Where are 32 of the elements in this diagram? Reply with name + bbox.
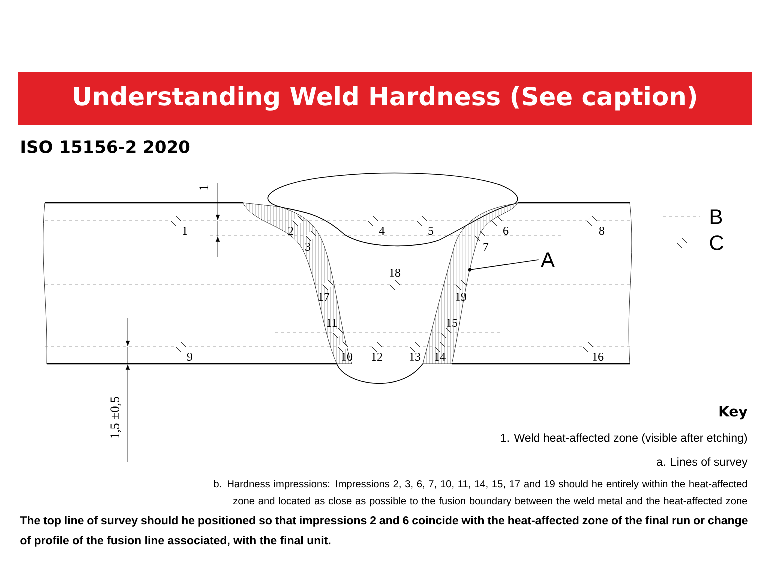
impression-number: 10 <box>342 352 353 362</box>
impression-number: 3 <box>306 242 311 252</box>
impression-number: 17 <box>319 293 330 301</box>
impression-number: 11 <box>327 319 338 327</box>
impression-number: 15 <box>447 318 458 328</box>
impression-number: 16 <box>593 352 604 362</box>
key-heading: Key <box>720 406 748 420</box>
impression-number: 5 <box>428 227 434 235</box>
impression-number: 14 <box>435 353 446 361</box>
impression-number: 1 <box>183 227 188 235</box>
key-item: 1. Weld heat-affected zone (visible after etching) <box>501 434 748 444</box>
impression-number: 2 <box>288 227 294 235</box>
dimension-label: 1,5 ±0,5 <box>110 397 122 438</box>
key-item: b. Hardness impressions: Impressions 2, 3, 6, 7, 10, 11, 14, 15, 17 and 19 should he entirely within the heat-affected zone and located as close as possible to the fusion boundary between the weld metal and the heat-affected zone <box>214 480 748 507</box>
impression-number: 19 <box>456 292 467 302</box>
legend-label: B <box>710 210 722 224</box>
caption: The top line of survey should he positioned so that impressions 2 and 6 coincide with the heat-affected zone of the final run or change of profile of the fusion line associated, with the final unit. <box>20 516 748 547</box>
impression-number: 18 <box>390 268 401 278</box>
impression-number: 7 <box>484 243 489 251</box>
title-banner: Understanding Weld Hardness (See caption) <box>18 72 752 126</box>
impression-number: 12 <box>372 353 382 361</box>
legend-label: C <box>710 236 724 250</box>
impression-number: 8 <box>599 226 605 236</box>
callout-letter: A <box>541 252 555 268</box>
impression-number: 9 <box>187 352 192 362</box>
dimension-label: 1 <box>200 186 208 190</box>
key-item: a. Lines of survey <box>657 458 748 468</box>
heat-affected-zone <box>422 202 518 364</box>
impression-number: 4 <box>379 227 385 235</box>
standard-heading: ISO 15156-2 2020 <box>22 140 190 154</box>
leader-line <box>470 260 540 270</box>
impression-number: 6 <box>504 226 509 236</box>
